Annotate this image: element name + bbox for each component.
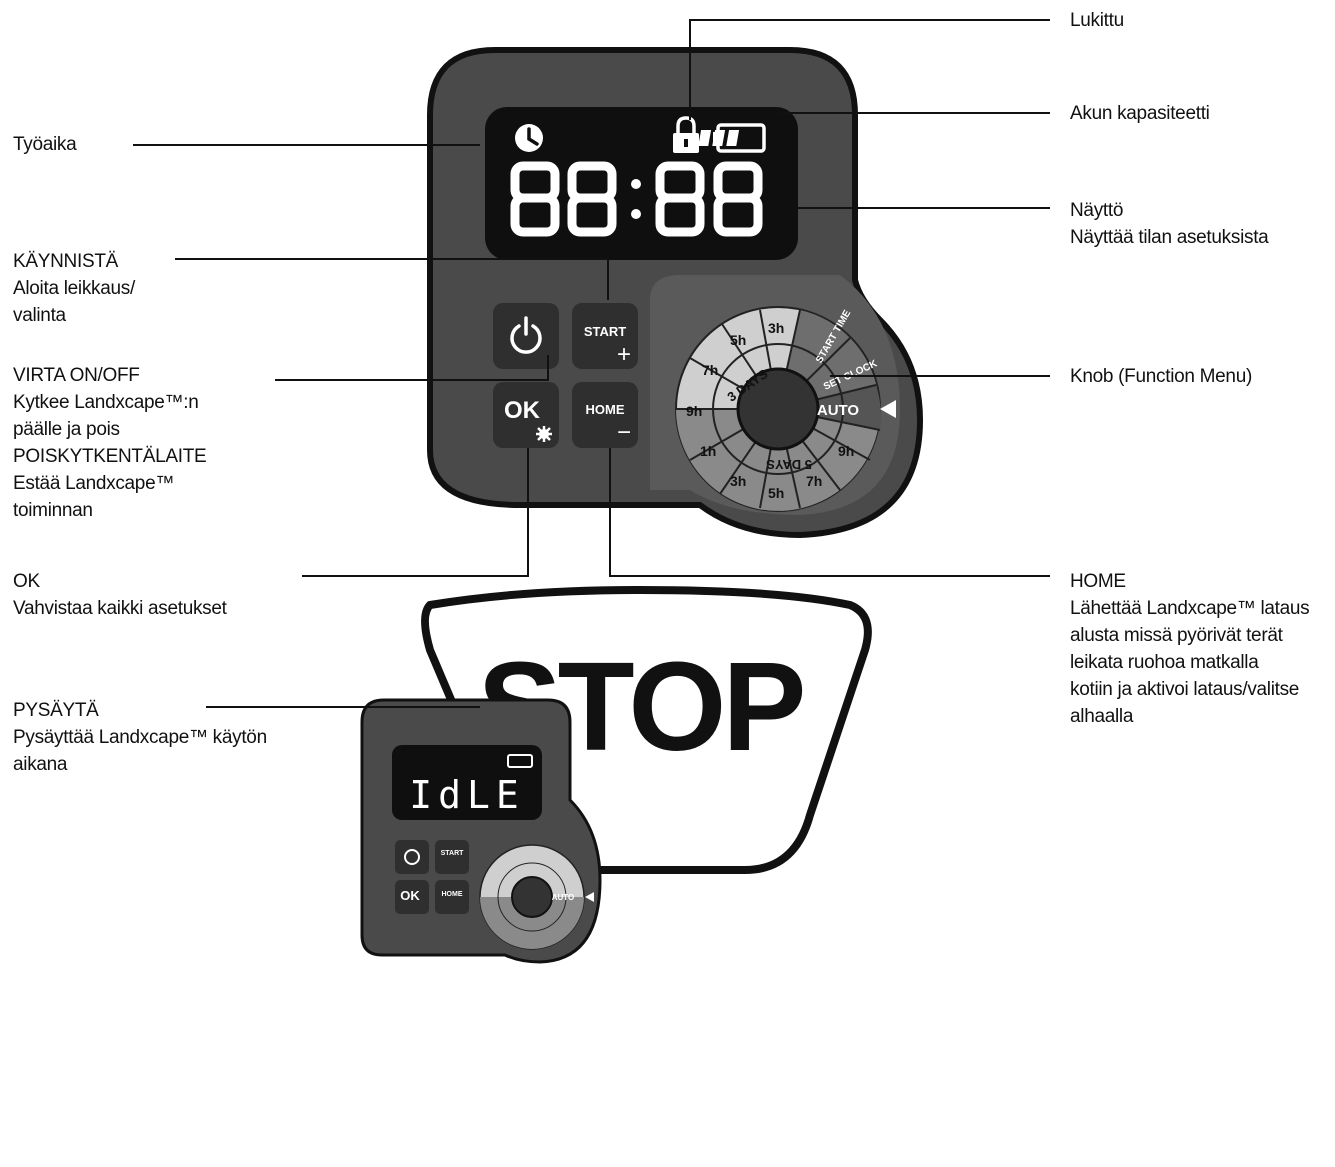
label-virta: VIRTA ON/OFF Kytkee Landxcape™:n päälle … [13,362,207,524]
label-pysayta: PYSÄYTÄ Pysäyttää Landxcape™ käytön aika… [13,697,267,778]
lock-icon [673,116,699,153]
clock-icon [515,124,543,152]
label-line: Vahvistaa kaikki asetukset [13,598,227,619]
label-line: Kytkee Landxcape™:n [13,392,199,413]
small-power-icon [404,849,420,865]
battery-icon [698,123,766,153]
small-power-button [395,840,429,874]
small-knob-auto: AUTO [552,893,575,902]
power-icon [510,316,542,354]
label-line: valinta [13,305,66,326]
label-home: HOME Lähettää Landxcape™ lataus alusta m… [1070,568,1310,730]
plus-icon: + [617,341,631,368]
segment-digits [510,161,763,237]
start-button-label: START [584,324,626,339]
label-line: Akun kapasiteetti [1070,103,1210,124]
label-line: Lukittu [1070,10,1124,31]
knob-hour-label: 5h [730,332,746,348]
label-line: OK [13,571,40,592]
function-knob: AUTO 3 DAYS 5 DAYS START TIME SET CLOCK … [675,306,881,512]
knob-hour-label: 3h [768,320,784,336]
label-line: Lähettää Landxcape™ lataus [1070,598,1310,619]
knob-hour-label: 9h [838,443,854,459]
small-ok-button [395,880,429,914]
label-line: kotiin ja aktivoi lataus/valitse [1070,679,1300,700]
label-line: Näyttö [1070,200,1124,221]
label-line: alhaalla [1070,706,1134,727]
label-line: Pysäyttää Landxcape™ käytön [13,727,267,748]
knob-pointer-icon [880,400,896,418]
label-line: aikana [13,754,68,775]
home-button-label: HOME [586,402,625,417]
label-line: KÄYNNISTÄ [13,251,118,272]
small-battery-icon [507,754,533,768]
label-line: PYSÄYTÄ [13,700,99,721]
small-knob-pointer-icon [585,892,594,902]
ok-button-label: OK [504,397,541,424]
knob-auto-label: AUTO [817,402,860,419]
minus-icon: − [617,419,631,446]
start-button [572,303,638,369]
label-line: Knob (Function Menu) [1070,366,1252,387]
small-home-label: HOME [442,891,463,898]
knob-hour-label: 7h [702,362,718,378]
label-line: VIRTA ON/OFF [13,365,140,386]
small-ok-label: OK [400,888,420,903]
small-device: IdLE START OK HOME AUTO [360,698,602,964]
small-display [392,745,542,820]
label-line: HOME [1070,571,1126,592]
label-line: päälle ja pois [13,419,120,440]
label-knob: Knob (Function Menu) [1070,363,1252,390]
small-start-button [435,840,469,874]
label-tyoaika-text: Työaika [13,134,77,155]
label-line: POISKYTKENTÄLAITE [13,446,207,467]
label-lukittu: Lukittu [1070,7,1124,34]
small-start-label: START [441,850,465,857]
knob-hour-label: 5h [768,485,784,501]
label-naytto: Näyttö Näyttää tilan asetuksista [1070,197,1269,251]
gear-icon [536,426,552,442]
small-display-text: IdLE [409,773,525,817]
knob-hour-label: 1h [700,443,716,459]
label-ok: OK Vahvistaa kaikki asetukset [13,568,227,622]
knob-hour-label: 3h [730,473,746,489]
small-home-button [435,880,469,914]
label-line: Estää Landxcape™ [13,473,175,494]
knob-hour-label: 9h [686,403,702,419]
power-button [493,303,559,369]
label-tyoaika: Työaika [13,131,77,158]
label-line: Aloita leikkaus/ [13,278,135,299]
label-line: alusta missä pyörivät terät [1070,625,1283,646]
label-line: Näyttää tilan asetuksista [1070,227,1269,248]
knob-5days-label: 5 DAYS [766,457,812,472]
home-button [572,382,638,448]
label-line: leikata ruohoa matkalla [1070,652,1259,673]
label-akun: Akun kapasiteetti [1070,100,1210,127]
label-line: toiminnan [13,500,93,521]
label-kaynnista: KÄYNNISTÄ Aloita leikkaus/ valinta [13,248,135,329]
leader-lines [133,19,1050,708]
knob-hour-label: 7h [806,473,822,489]
